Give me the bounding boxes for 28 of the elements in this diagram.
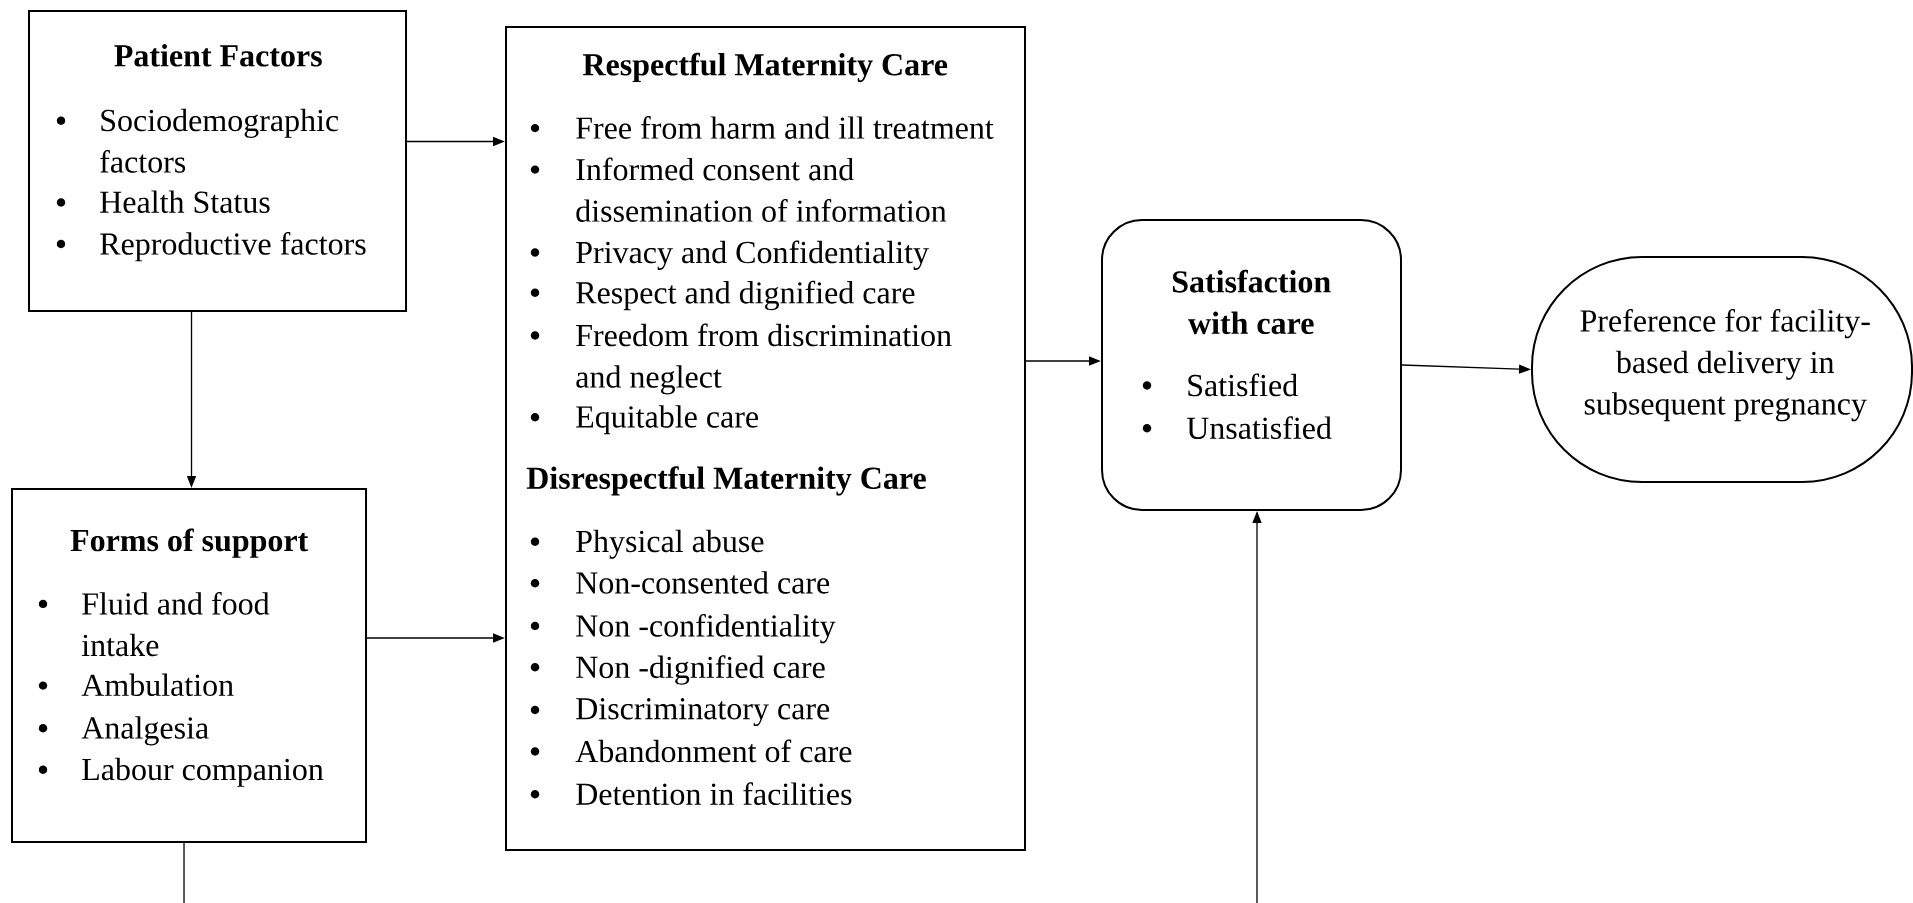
box-heading: Satisfaction with care <box>1172 269 1331 335</box>
bullet-item: Unsatisfied <box>1142 416 1332 440</box>
bullet-item: Non-consented care <box>530 571 830 594</box>
bullet-item: Discriminatory care <box>530 698 830 727</box>
box-heading: Forms of support <box>70 528 309 558</box>
box-heading: Disrespectful Maternity Care <box>526 466 926 496</box>
bullet-item: Labour companion <box>38 757 324 787</box>
bullet-item: Physical abuse <box>530 529 764 559</box>
bullet-item: Satisfied <box>1142 373 1298 397</box>
box-text: Preference for facility- based delivery in subsequent pregnancy <box>1580 308 1870 422</box>
bullet-item: Non -confidentiality <box>530 613 836 644</box>
bullet-item: Privacy and Confidentiality <box>530 240 929 270</box>
bullet-item: Abandonment of care <box>530 739 852 763</box>
bullet-item: Detention in facilities <box>530 782 852 806</box>
bullet-item: Fluid and food intake <box>38 591 270 657</box>
bullet-item: Equitable care <box>530 405 759 435</box>
bullet-item: Reproductive factors <box>56 232 366 262</box>
bullet-item: Respect and dignified care <box>530 280 915 311</box>
bullet-item: Free from harm and ill treatment <box>530 116 994 139</box>
box-heading: Respectful Maternity Care <box>583 52 948 83</box>
bullet-item: Ambulation <box>38 673 234 697</box>
bullet-item: Sociodemographic factors <box>56 108 339 173</box>
bullet-item: Non -dignified care <box>530 655 825 685</box>
bullet-item: Health Status <box>56 190 270 213</box>
bullet-item: Analgesia <box>38 716 209 746</box>
box-heading: Patient Factors <box>114 44 322 67</box>
bullet-item: Freedom from discrimination and neglect <box>530 323 952 395</box>
bullet-item: Informed consent and dissemination of information <box>530 157 947 222</box>
